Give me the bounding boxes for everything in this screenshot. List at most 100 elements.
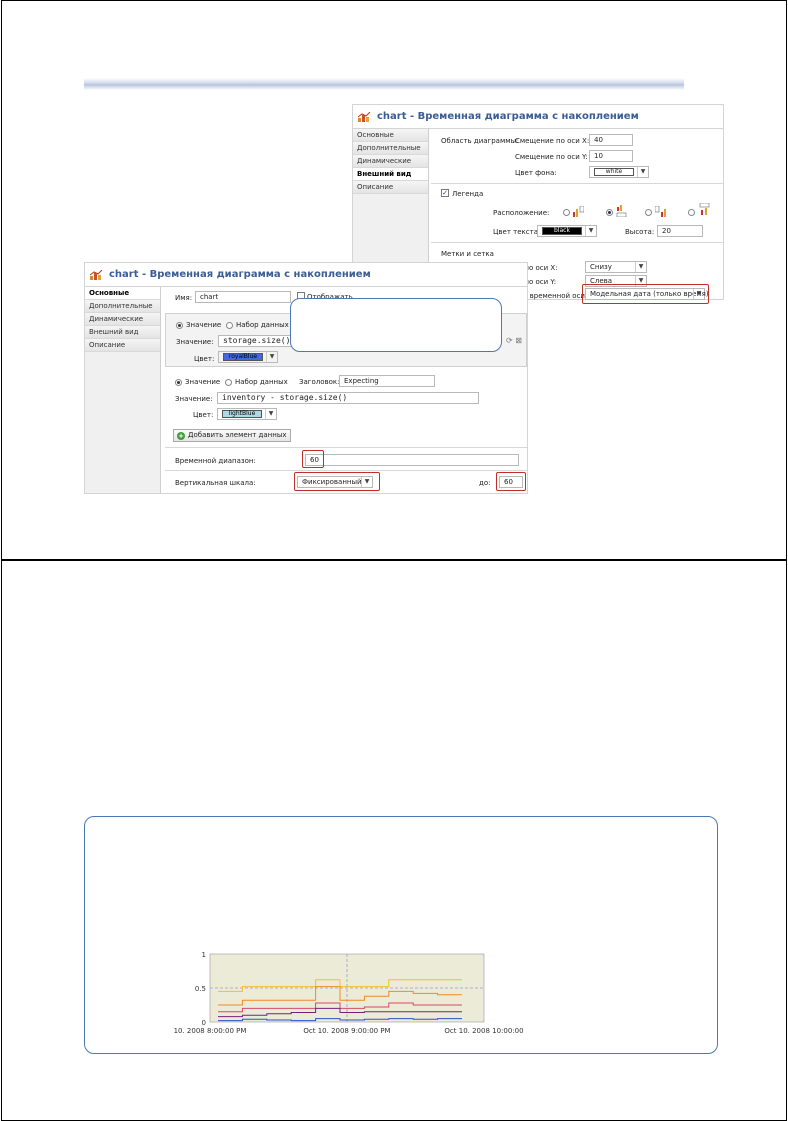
y-tick-label: 1 [202, 951, 206, 959]
add-data-item-button[interactable]: + Добавить элемент данных [173, 429, 291, 442]
color-label-2: Цвет: [193, 411, 214, 419]
series-line [218, 1018, 462, 1022]
time-format-label: Формат временной оси: [499, 292, 588, 300]
text-color-combo[interactable]: black ▼ [537, 225, 597, 237]
title-band [84, 78, 684, 90]
highlight-vscale [294, 472, 380, 491]
divider [165, 447, 527, 448]
show-label: Отображать [307, 293, 353, 301]
y-tick-label: 0 [202, 1019, 206, 1027]
y-labels-value: Слева [590, 277, 613, 285]
x-labels-value: Снизу [590, 263, 612, 271]
offset-y-input[interactable]: 10 [589, 150, 633, 162]
bg-color-label: Цвет фона: [515, 169, 557, 177]
value-radio-label-2: Значение [185, 378, 221, 386]
chevron-down-icon: ▼ [585, 226, 596, 236]
tab-basic[interactable]: Основные [85, 287, 160, 300]
panel-title: chart - Временная диаграмма с накопление… [85, 263, 527, 287]
panel-tabs: Основные Дополнительные Динамические Вне… [85, 287, 161, 493]
tab-dynamic[interactable]: Динамические [85, 313, 160, 326]
vscale-combo[interactable]: Фиксированный ▼ [297, 476, 373, 488]
chevron-down-icon: ▼ [266, 352, 277, 362]
series-line [218, 986, 462, 1006]
value-input[interactable]: storage.size() [218, 335, 298, 347]
chevron-down-icon: ▼ [265, 409, 276, 419]
time-range-input[interactable]: 60 [305, 454, 519, 466]
callout-box [290, 298, 502, 352]
time-format-combo[interactable]: Модельная дата (только время) ▼ [585, 288, 709, 300]
legend-pos-radio-1[interactable] [563, 209, 570, 216]
panel-title-text: chart - Временная диаграмма с накопление… [377, 111, 639, 122]
tab-description[interactable]: Описание [353, 181, 428, 194]
bg-color-combo[interactable]: white ▼ [589, 166, 649, 178]
chevron-down-icon: ▼ [635, 276, 646, 286]
text-color-swatch: black [542, 227, 582, 235]
value-label-2: Значение: [175, 395, 213, 403]
y-tick-label: 0.5 [195, 985, 206, 993]
chevron-down-icon: ▼ [361, 477, 372, 487]
grid-section-label: Метки и сетка [441, 250, 494, 258]
chart-icon [358, 112, 371, 122]
offset-y-label: Смещение по оси Y: [515, 153, 588, 161]
height-input[interactable]: 20 [657, 225, 703, 237]
color-combo-2[interactable]: lightBlue ▼ [217, 408, 277, 420]
legend-checkbox[interactable]: ✓ [441, 189, 449, 197]
name-label: Имя: [175, 294, 193, 302]
tab-appearance[interactable]: Внешний вид [353, 168, 428, 181]
time-format-value: Модельная дата (только время) [590, 290, 709, 298]
divider [431, 183, 723, 184]
highlight-time-format [582, 284, 709, 304]
dataset-radio-2[interactable] [225, 379, 232, 386]
color-swatch-2: lightBlue [222, 410, 262, 418]
tab-description[interactable]: Описание [85, 339, 160, 352]
tab-basic[interactable]: Основные [353, 129, 428, 142]
tab-dynamic[interactable]: Динамические [353, 155, 428, 168]
legend-right-icon [573, 206, 584, 217]
legend-top-icon [699, 203, 710, 215]
properties-panel-basic: chart - Временная диаграмма с накопление… [84, 262, 528, 494]
to-input[interactable]: 60 [499, 476, 523, 488]
tab-appearance[interactable]: Внешний вид [85, 326, 160, 339]
to-label: до: [479, 479, 491, 487]
chevron-down-icon: ▼ [635, 262, 646, 272]
vscale-label: Вертикальная шкала: [175, 479, 256, 487]
stack-chart: 0 0.5 1 10. 2008 8:00:00 PM Oct 10. 2008 9:0… [174, 951, 524, 1035]
height-label: Высота: [625, 228, 655, 236]
series-line [218, 979, 462, 992]
value-radio-label: Значение [186, 321, 222, 329]
add-data-item-label: Добавить элемент данных [188, 431, 287, 439]
legend-label: Легенда [452, 190, 484, 198]
vscale-value: Фиксированный [302, 478, 362, 486]
value-radio-2[interactable] [175, 379, 182, 386]
x-tick-label: 10. 2008 8:00:00 PM [174, 1027, 247, 1035]
text-color-label: Цвет текста: [493, 228, 541, 236]
color-combo[interactable]: royalBlue ▼ [218, 351, 278, 363]
dataset-radio[interactable] [226, 322, 233, 329]
x-labels-combo[interactable]: Снизу ▼ [585, 261, 647, 273]
x-tick-label: Oct 10. 2008 9:00:00 PM [303, 1027, 390, 1035]
series-line [218, 1007, 462, 1018]
legend-pos-radio-2[interactable] [606, 209, 613, 216]
value-radio[interactable] [176, 322, 183, 329]
divider [165, 470, 527, 471]
legend-pos-radio-4[interactable] [688, 209, 695, 216]
plus-icon: + [177, 432, 185, 440]
x-labels-label: Метки по оси X: [499, 264, 558, 272]
panel-title: chart - Временная диаграмма с накопление… [353, 105, 723, 129]
name-input[interactable]: chart [195, 291, 291, 303]
legend-left-icon [655, 206, 666, 217]
chart-icon [90, 270, 103, 280]
bg-color-swatch: white [594, 168, 634, 176]
offset-x-label: Смещение по оси X: [515, 137, 590, 145]
offset-x-input[interactable]: 40 [589, 134, 633, 146]
legend-bottom-icon [616, 205, 627, 217]
value-input-2[interactable]: inventory - storage.size() [217, 392, 479, 404]
tab-advanced[interactable]: Дополнительные [353, 142, 428, 155]
title-input-2[interactable]: Expecting [339, 375, 435, 387]
item-tools-icons[interactable]: ⟳ ⊠ [506, 336, 522, 345]
legend-pos-radio-3[interactable] [645, 209, 652, 216]
position-label: Расположение: [493, 209, 550, 217]
chart-area-label: Область диаграммы: [441, 137, 519, 145]
color-label: Цвет: [194, 355, 215, 363]
tab-advanced[interactable]: Дополнительные [85, 300, 160, 313]
